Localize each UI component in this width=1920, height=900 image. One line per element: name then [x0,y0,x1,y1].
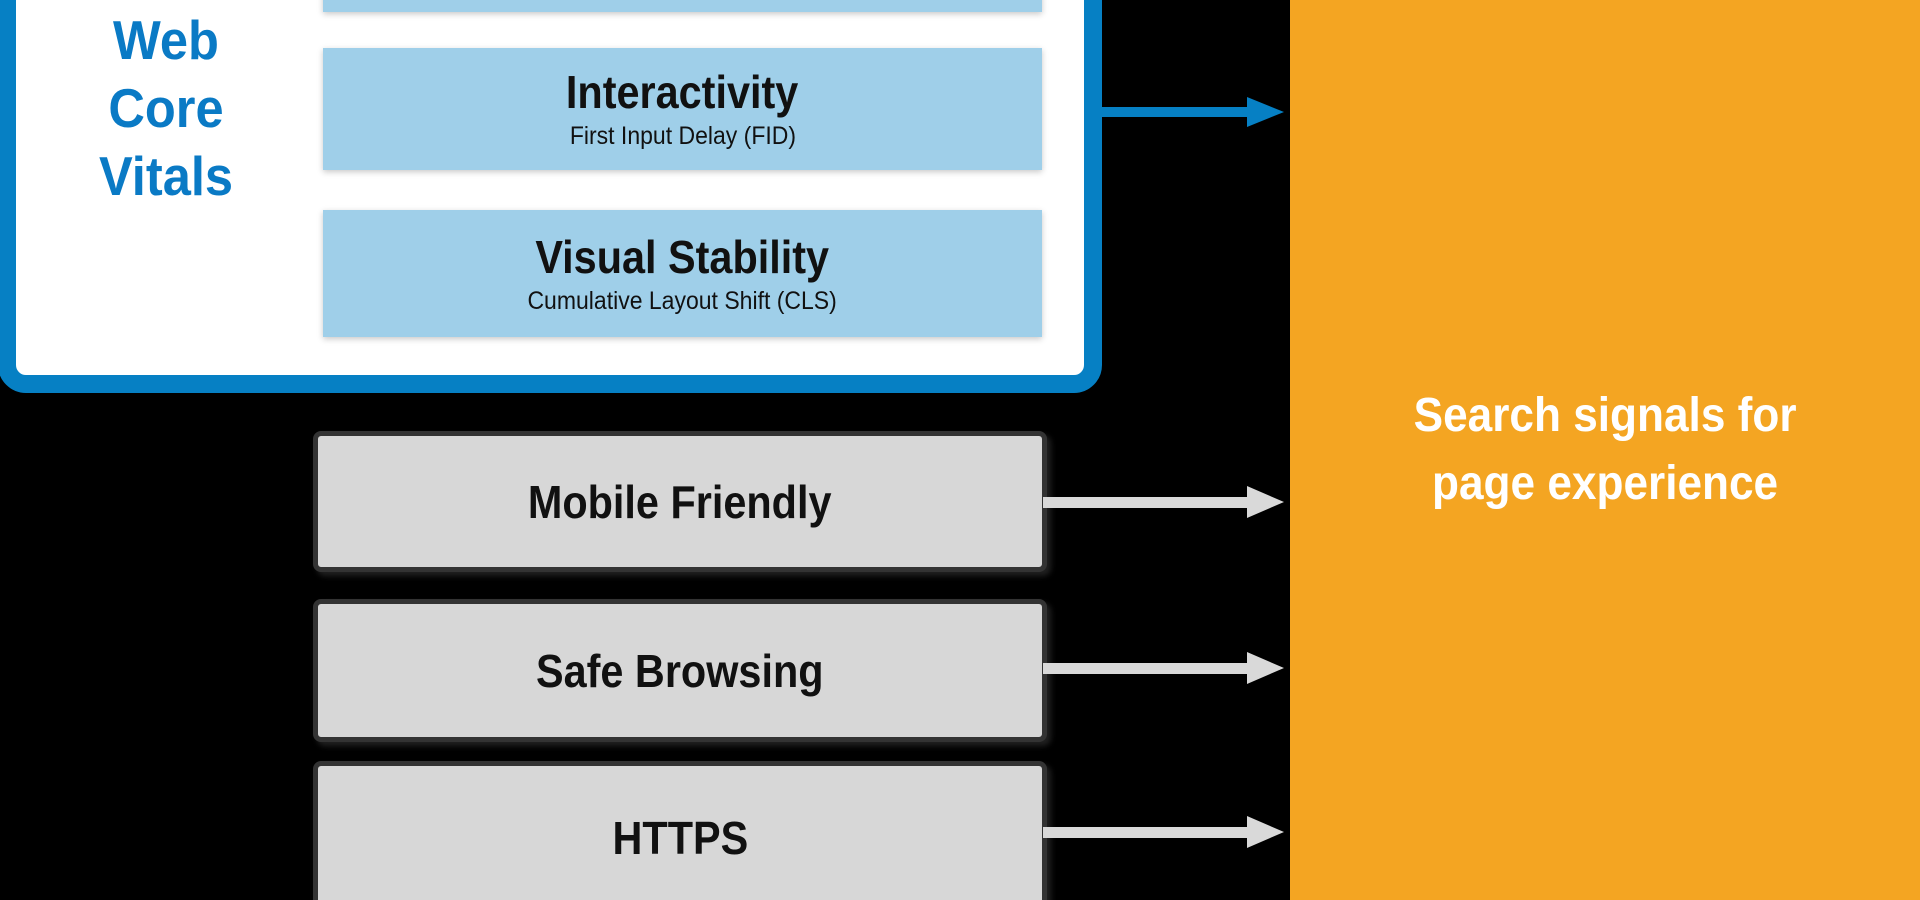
core-vitals-heading: Web Core Vitals [61,6,271,210]
metric-box-partial-top [323,0,1042,12]
heading-line-core: Core [108,77,224,139]
arrow-head-icon [1247,652,1284,684]
arrow-head-icon [1247,97,1284,127]
metric-box-visual-stability: Visual Stability Cumulative Layout Shift… [323,210,1042,337]
metric-subtitle: Cumulative Layout Shift (CLS) [527,286,838,315]
arrow-head-icon [1247,816,1284,848]
metric-subtitle: First Input Delay (FID) [569,122,796,150]
arrow-line [1043,663,1248,674]
result-panel-text: Search signals for page experience [1414,382,1797,518]
signal-box-https: HTTPS [313,761,1047,900]
signal-label: HTTPS [612,812,748,864]
result-line-1: Search signals for [1413,389,1797,442]
result-panel: Search signals for page experience [1290,0,1920,900]
signal-label: Safe Browsing [536,644,824,697]
arrow-head-icon [1247,486,1284,518]
result-line-2: page experience [1431,457,1779,510]
arrow-line [1096,107,1248,117]
signal-box-mobile-friendly: Mobile Friendly [313,431,1047,572]
metric-title: Visual Stability [535,230,830,283]
heading-line-web: Web [113,9,219,71]
metric-box-interactivity: Interactivity First Input Delay (FID) [323,48,1042,170]
signal-box-safe-browsing: Safe Browsing [313,599,1047,742]
signal-label: Mobile Friendly [528,475,832,528]
arrow-line [1043,827,1248,838]
heading-line-vitals: Vitals [98,145,234,207]
arrow-line [1043,497,1248,508]
metric-title: Interactivity [566,66,799,118]
